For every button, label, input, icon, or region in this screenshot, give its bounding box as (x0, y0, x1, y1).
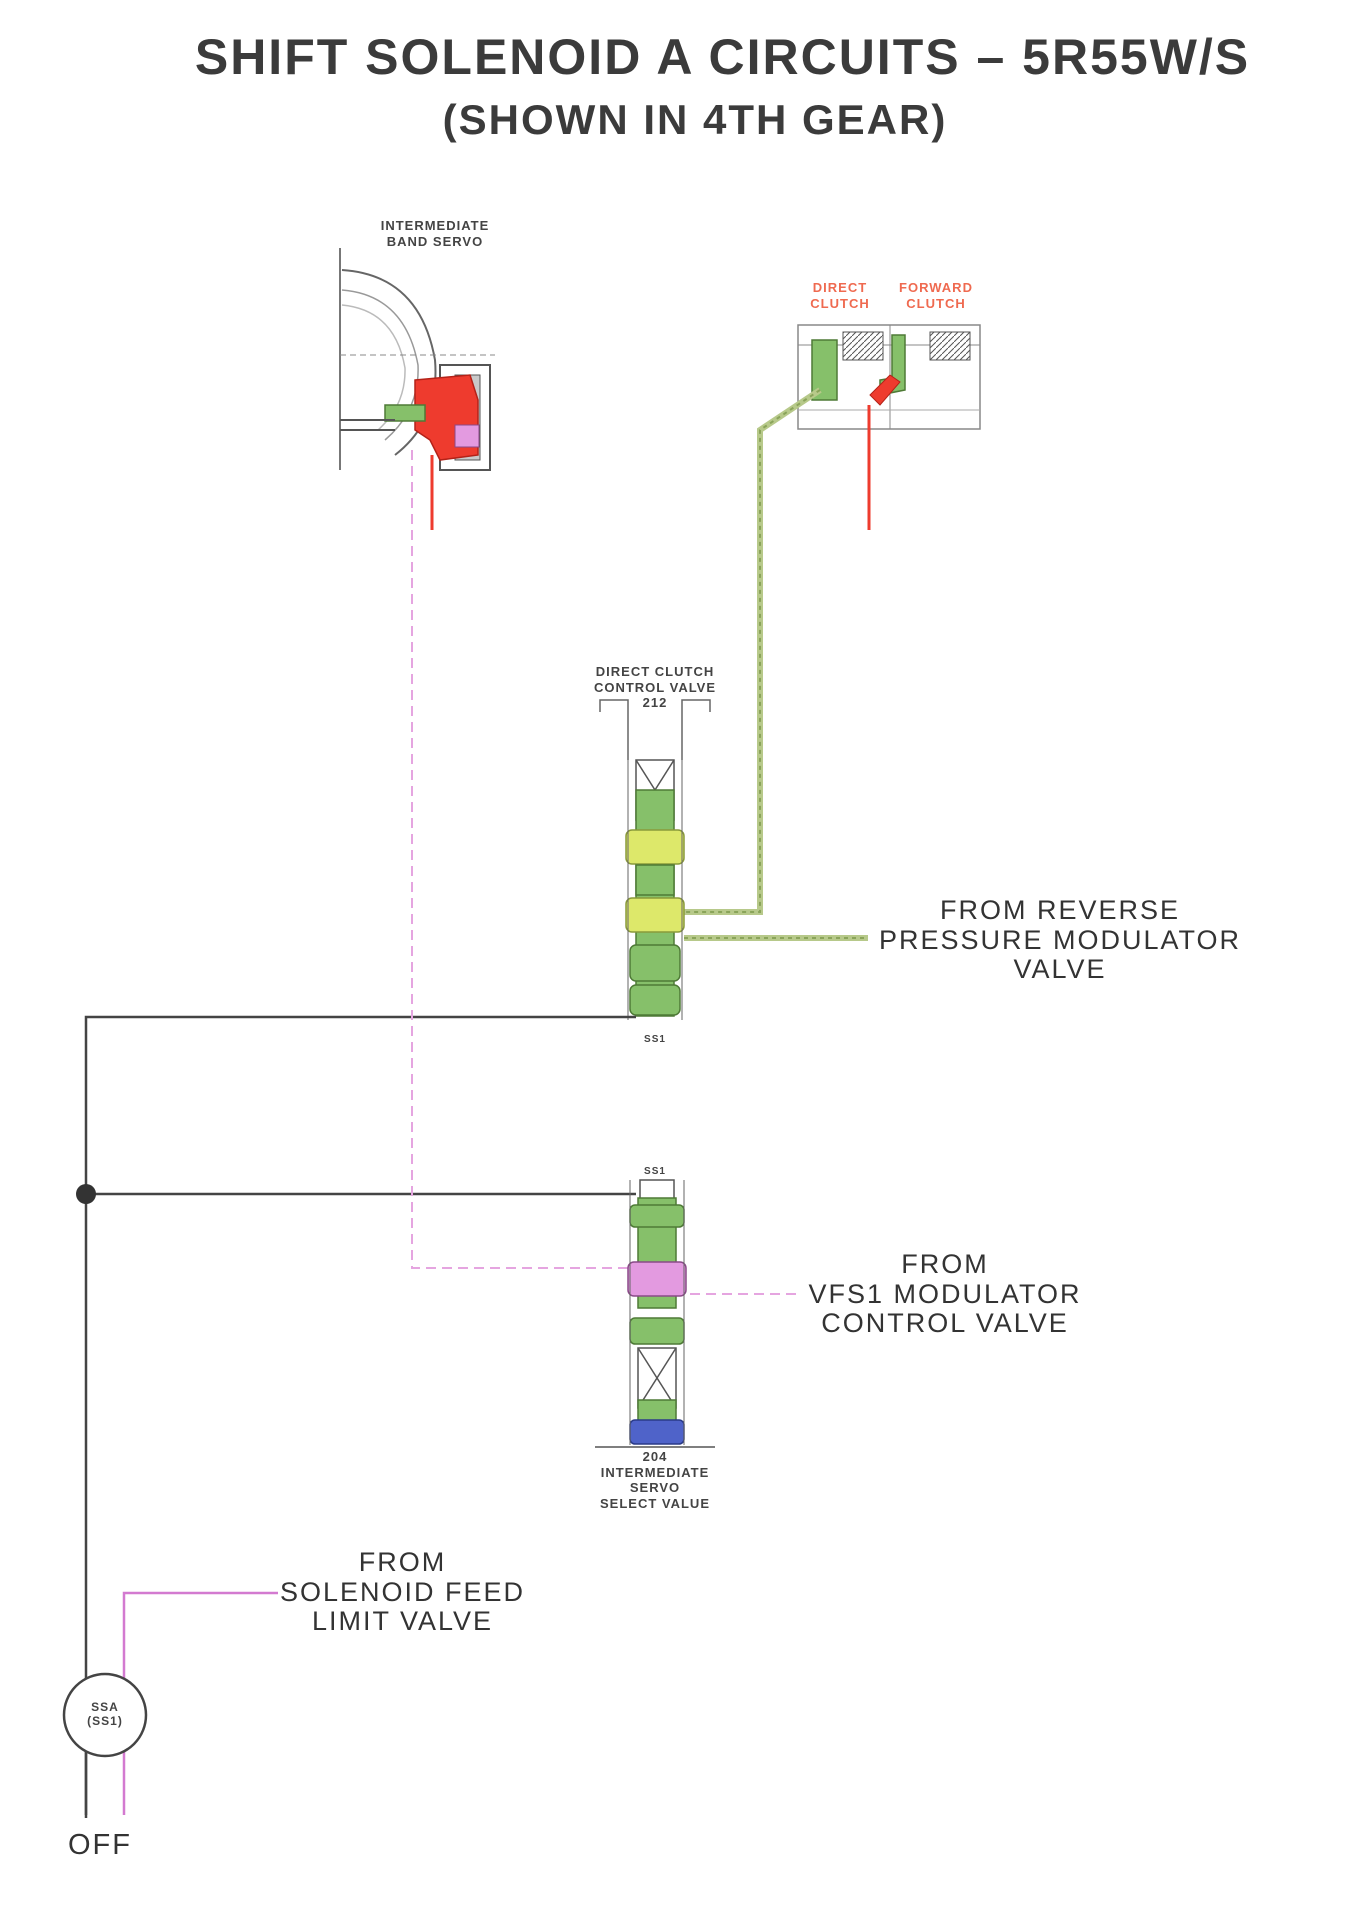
intermediate-servo-select-valve-label: 204 INTERMEDIATE SERVO SELECT VALUE (600, 1449, 710, 1511)
page-title: SHIFT SOLENOID A CIRCUITS – 5R55W/S (194, 29, 1251, 85)
direct-clutch-control-valve-label: DIRECT CLUTCH CONTROL VALVE 212 (593, 664, 717, 711)
solenoid-feed-line (122, 1591, 278, 1815)
intermediate-servo-apply-line (411, 450, 636, 1269)
clutch-packs (797, 324, 981, 530)
dccv-ss1-port-label: SS1 (644, 1034, 666, 1045)
direct-clutch-label: DIRECT CLUTCH (810, 280, 870, 311)
from-reverse-pressure-modulator-label: FROM REVERSE PRESSURE MODULATOR VALVE (878, 895, 1242, 985)
solenoid-label: SSA (SS1) (87, 1700, 123, 1729)
direct-clutch-feed-line (684, 387, 822, 915)
from-vfs1-modulator-label: FROM VFS1 MODULATOR CONTROL VALVE (808, 1249, 1082, 1339)
intermediate-servo-select-valve (595, 1179, 715, 1448)
from-solenoid-feed-limit-label: FROM SOLENOID FEED LIMIT VALVE (279, 1547, 526, 1637)
issv-ss1-port-label: SS1 (644, 1166, 666, 1177)
solenoid-state-label: OFF (68, 1829, 132, 1861)
forward-clutch-label: FORWARD CLUTCH (899, 280, 973, 311)
direct-clutch-control-valve (599, 699, 711, 1020)
page-subtitle: (SHOWN IN 4TH GEAR) (442, 96, 948, 143)
solenoid-signal-circuit (76, 1015, 636, 1818)
band-servo-label: INTERMEDIATE BAND SERVO (380, 218, 490, 249)
shift-solenoid-a (62, 1672, 148, 1758)
intermediate-band-servo (339, 248, 495, 530)
